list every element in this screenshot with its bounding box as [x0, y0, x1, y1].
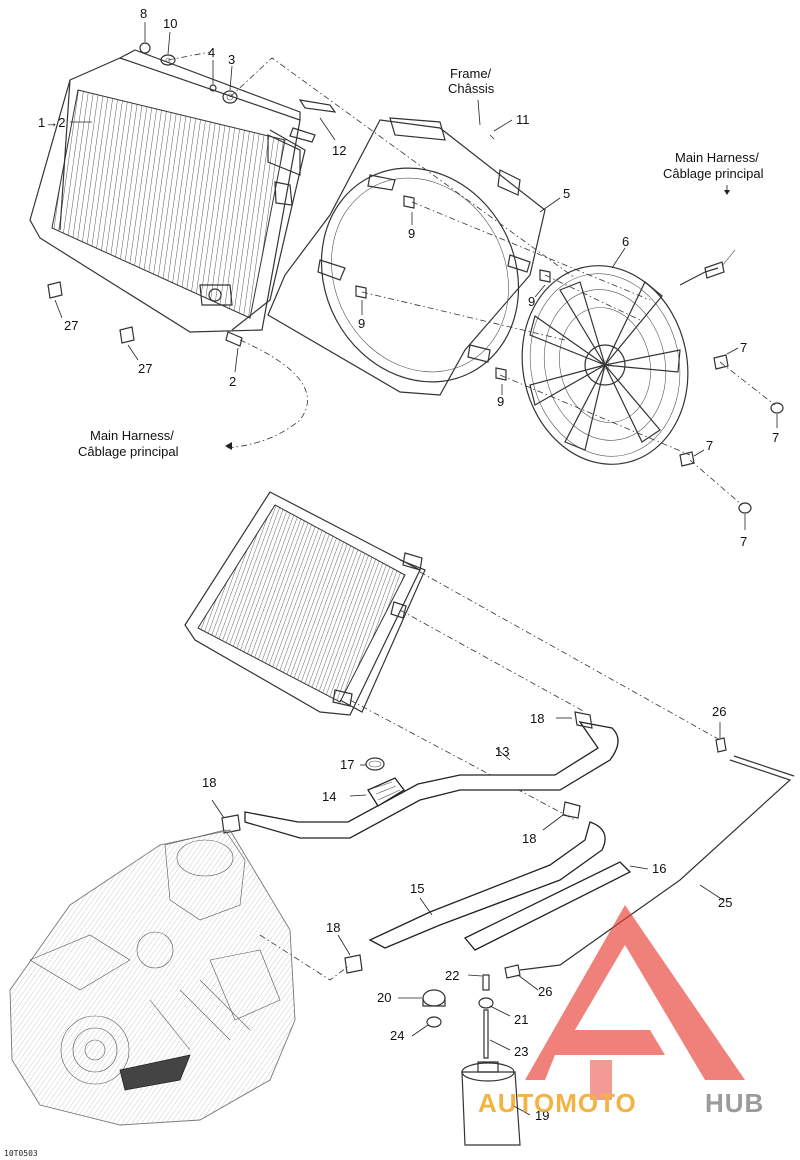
chassis-label: Châssis: [448, 81, 495, 96]
part-label-21: 21: [514, 1012, 528, 1027]
part-label-18d: 18: [326, 920, 340, 935]
part-number-labels: 8 10 4 3 1→2 12 11 5 6 9 9 9 9 7 7 7 7 2…: [38, 6, 779, 1123]
part-label-13: 13: [495, 744, 509, 759]
part-label-27b: 27: [138, 361, 152, 376]
part-label-19: 19: [535, 1108, 549, 1123]
part-label-20: 20: [377, 990, 391, 1005]
part-label-27a: 27: [64, 318, 78, 333]
part-label-7b: 7: [772, 430, 779, 445]
cablage-label-bottom: Câblage principal: [78, 444, 179, 459]
part-label-25: 25: [718, 895, 732, 910]
clamp-17: [365, 757, 385, 771]
seal-24: [426, 1016, 442, 1028]
leader-lines: [54, 22, 778, 1116]
harness-arrow-top: [724, 185, 730, 195]
main-harness-label-bottom: Main Harness/: [90, 428, 174, 443]
part-label-9a: 9: [408, 226, 415, 241]
part-label-5: 5: [563, 186, 570, 201]
part-label-9d: 9: [497, 394, 504, 409]
watermark-brand-a: AUTOMOTO: [478, 1088, 637, 1118]
part-label-17: 17: [340, 757, 354, 772]
watermark-brand-b: HUB: [705, 1088, 764, 1118]
drawing-reference: 10T0503: [4, 1149, 38, 1158]
clamps-18: [221, 711, 593, 974]
part-label-16: 16: [652, 861, 666, 876]
part-label-8: 8: [140, 6, 147, 21]
part-label-3: 3: [228, 52, 235, 67]
part-label-9b: 9: [358, 316, 365, 331]
part-label-18b: 18: [202, 775, 216, 790]
part-label-15: 15: [410, 881, 424, 896]
part-label-22: 22: [445, 968, 459, 983]
fan-blades: [529, 281, 681, 451]
overflow-hose-25: [504, 737, 795, 979]
fan-assembly: [521, 249, 736, 465]
radiator-lower: [184, 491, 426, 716]
part-label-26a: 26: [712, 704, 726, 719]
hose-13: [244, 721, 619, 839]
part-label-11: 11: [516, 112, 530, 127]
radiator-upper: [29, 49, 306, 333]
part-label-23: 23: [514, 1044, 528, 1059]
part-label-26b: 26: [538, 984, 552, 999]
part-label-14: 14: [322, 789, 336, 804]
part-label-7a: 7: [740, 340, 747, 355]
frame-label: Frame/: [450, 66, 492, 81]
part-label-24: 24: [390, 1028, 404, 1043]
text-callouts: Frame/ Châssis Main Harness/ Câblage pri…: [78, 66, 764, 459]
cablage-label-top: Câblage principal: [663, 166, 764, 181]
cap-20: [422, 989, 446, 1007]
hose-14: [367, 777, 405, 807]
part-label-7c: 7: [706, 438, 713, 453]
hardware-top: [47, 42, 337, 347]
screws-7: [679, 354, 784, 514]
main-harness-label-top: Main Harness/: [675, 150, 759, 165]
watermark-triangle-logo: [525, 905, 745, 1080]
harness-arrow-bottom: [225, 442, 232, 450]
part-label-18a: 18: [530, 711, 544, 726]
alignment-lines-top: [167, 51, 776, 506]
automotohub-watermark: AUTOMOTO HUB: [478, 905, 764, 1118]
engine-assembly: [9, 829, 296, 1126]
hose-16: [463, 861, 632, 951]
part-label-9c: 9: [528, 294, 535, 309]
part-label-18c: 18: [522, 831, 536, 846]
part-label-10: 10: [163, 16, 177, 31]
parts-21-22-23: [478, 974, 494, 1059]
part-label-2: 2: [229, 374, 236, 389]
part-label-7d: 7: [740, 534, 747, 549]
fan-shroud: [267, 117, 551, 396]
reservoir-19: [461, 1061, 521, 1146]
part-label-6: 6: [622, 234, 629, 249]
part-label-1-2: 1→2: [38, 115, 65, 130]
part-label-4: 4: [208, 45, 215, 60]
part-label-12: 12: [332, 143, 346, 158]
